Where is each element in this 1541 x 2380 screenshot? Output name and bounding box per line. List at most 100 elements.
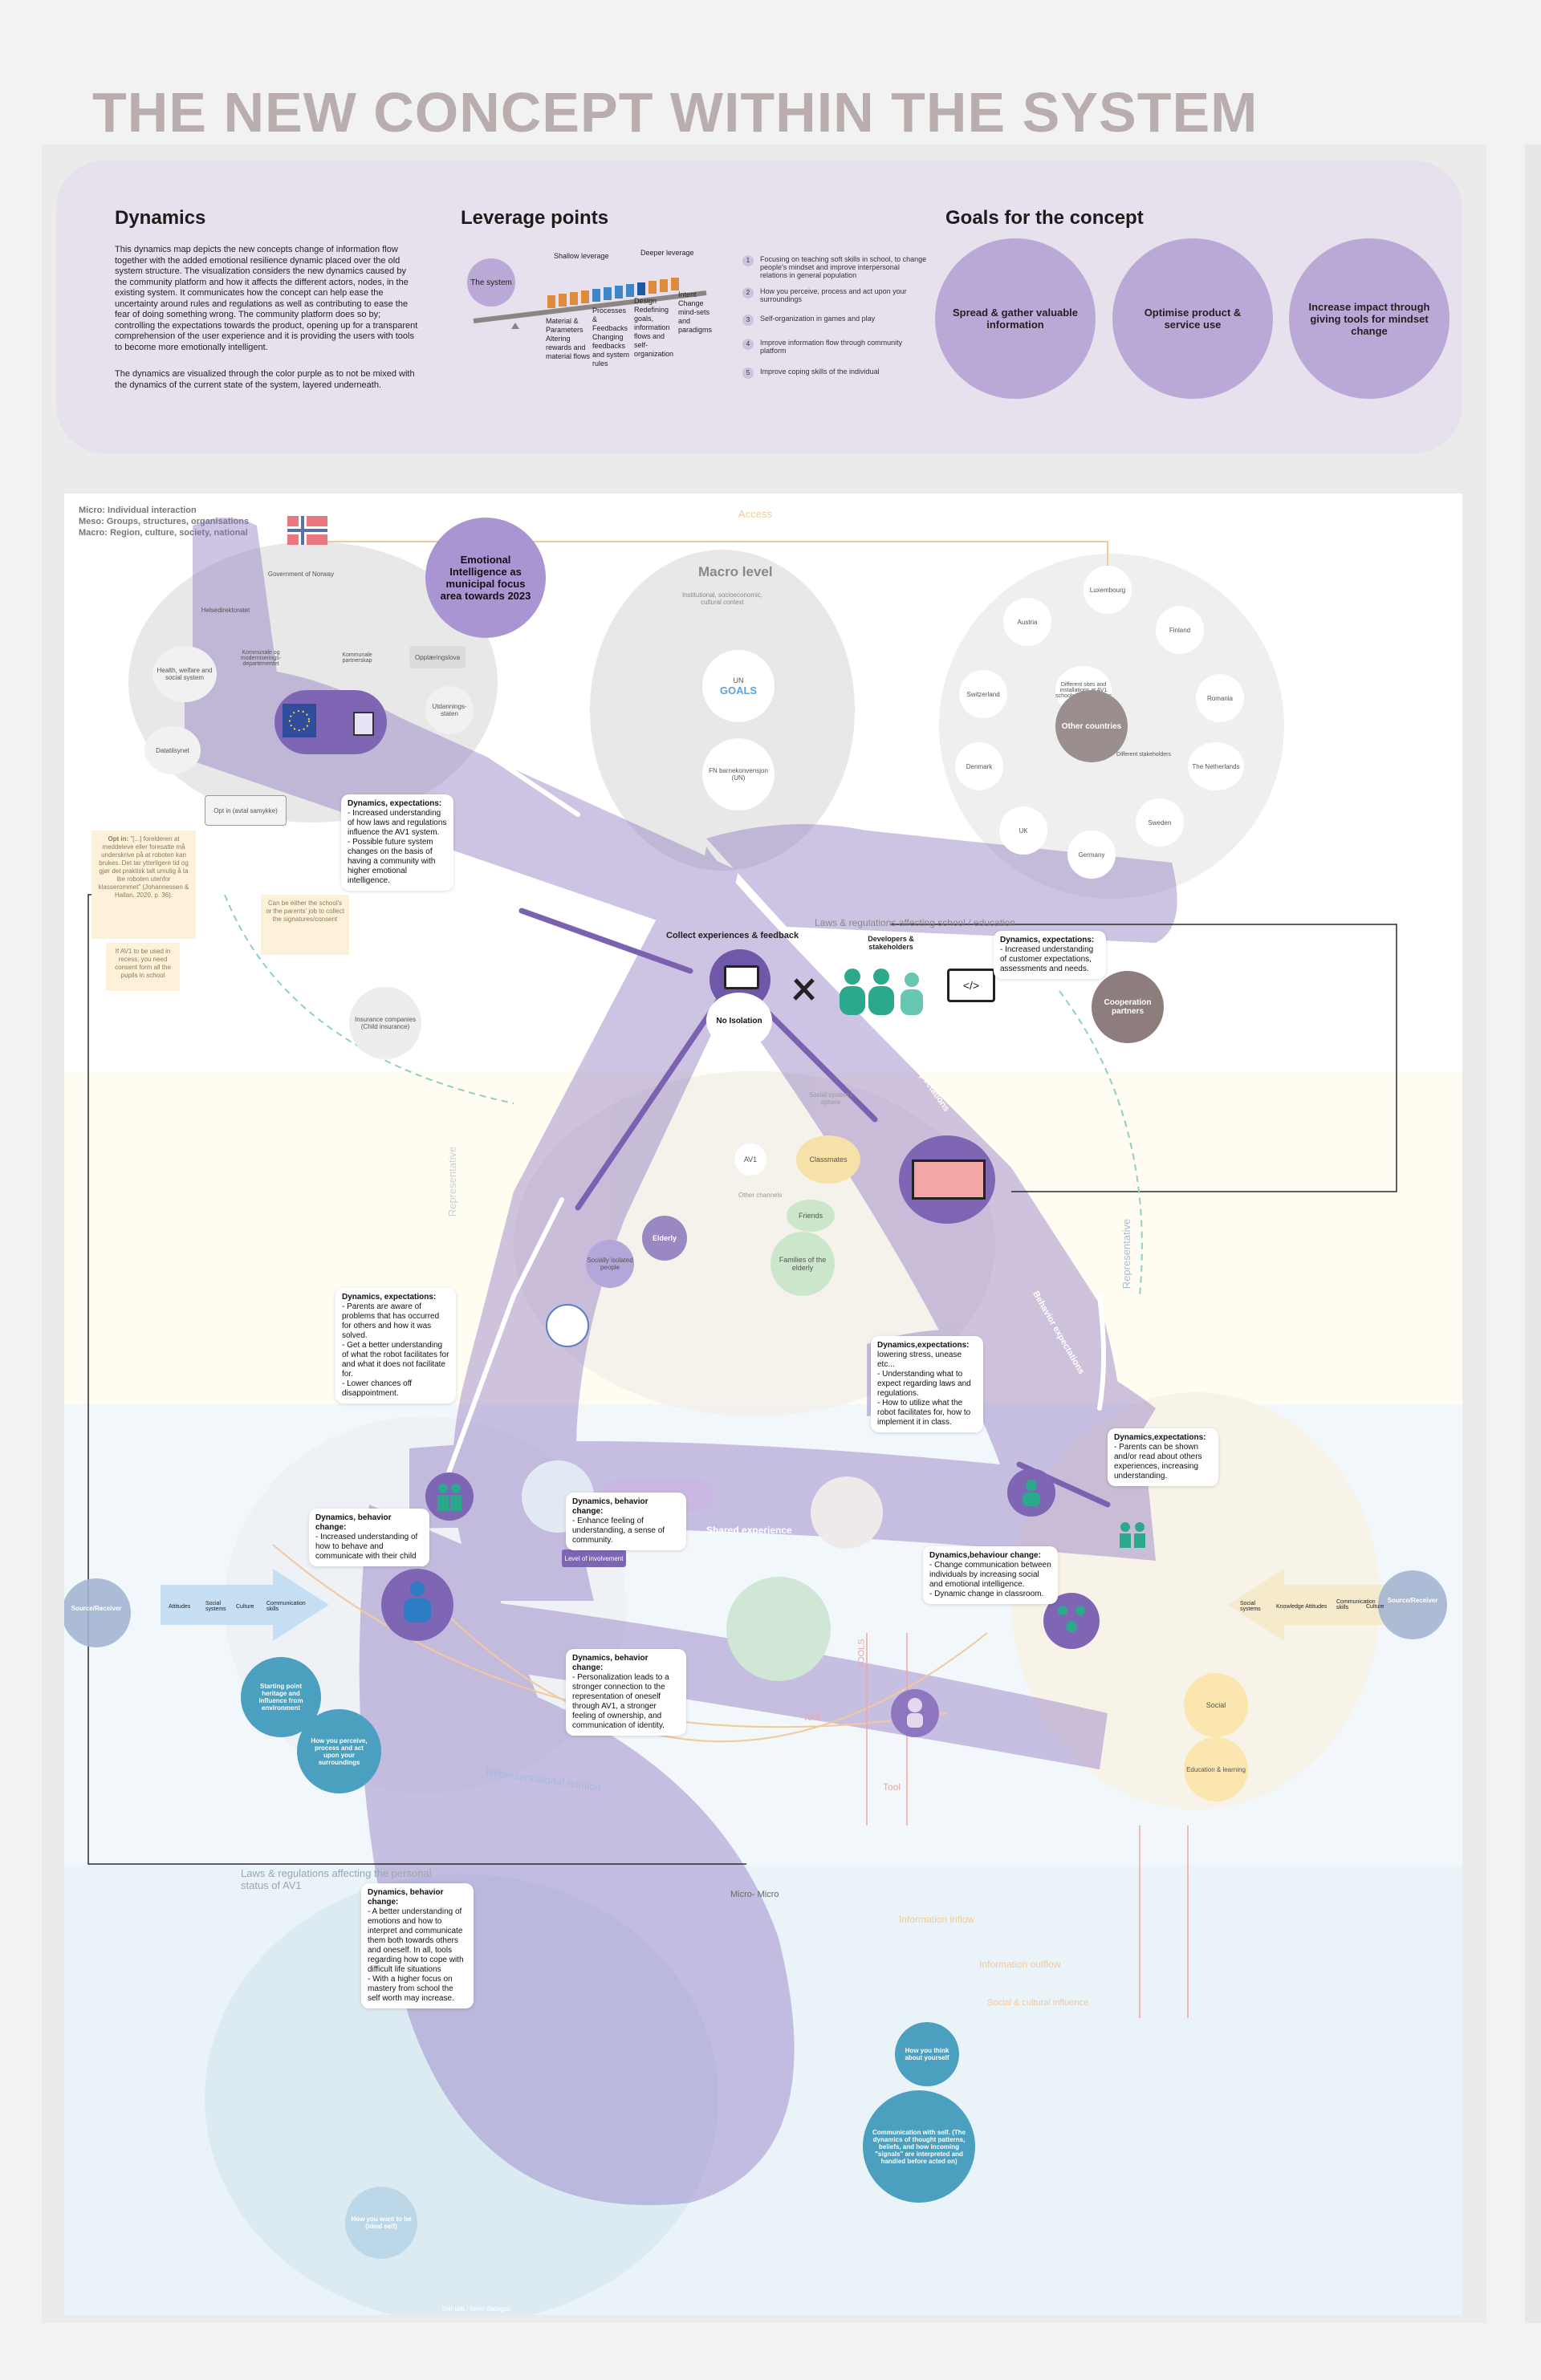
leverage-title: Leverage points — [461, 207, 609, 229]
opplaeringslova-node: Opplæringslova — [409, 646, 466, 668]
friends-node: Friends — [787, 1200, 835, 1232]
no-isolation-label: No Isolation — [706, 993, 772, 1049]
tool-label: Tool — [803, 1712, 821, 1723]
dynamics-map: Micro: Individual interaction Meso: Grou… — [64, 493, 1462, 2315]
robot-icon — [907, 1698, 923, 1728]
macro-level-subtitle: Institutional, socioeconomic, cultural c… — [681, 591, 763, 606]
access-label: Access — [738, 508, 772, 520]
socially-isolated-node: Socially isolated people — [586, 1240, 634, 1288]
school-icon — [912, 1160, 986, 1200]
country-node: Austria — [1003, 598, 1051, 646]
tools-label: TOOLS — [856, 1639, 867, 1669]
kommunale-node: Kommunale og moderniserings-departemente… — [240, 649, 282, 667]
leverage-col-design: Design Redefining goals, information flo… — [634, 297, 674, 358]
country-node: Germany — [1067, 831, 1116, 879]
think-about-yourself-node: How you think about yourself — [895, 2022, 959, 2086]
representative-right-label: Representative — [1120, 1218, 1133, 1290]
starting-point-node: Starting point heritage and influence fr… — [241, 1657, 321, 1737]
collect-label: Collect experiences & feedback — [666, 931, 799, 940]
dynamics-card: Dynamics,expectations:- Parents can be s… — [1108, 1428, 1218, 1486]
different-stakeholders-node: Different stakeholders — [1116, 751, 1171, 757]
page-title: THE NEW CONCEPT WITHIN THE SYSTEM — [92, 81, 1258, 144]
shared-experience-label: Shared experience — [706, 1525, 792, 1536]
tool-label: Tool — [883, 1781, 901, 1793]
helsedirektoratet-node: Helsedirektoratet — [201, 606, 250, 614]
utdanning-node: Utdannings-staten — [425, 686, 474, 734]
un-node: UN GOALS — [702, 650, 775, 722]
goal-circle: Increase impact through giving tools for… — [1289, 238, 1450, 399]
eu-flag-icon — [283, 704, 316, 737]
dynamics-card: Dynamics, behavior change:- Personalizat… — [566, 1649, 686, 1736]
country-node: UK — [999, 806, 1047, 855]
left-arrow-attitudes: Attitudes — [169, 1604, 191, 1610]
emotion-circle — [726, 1577, 831, 1681]
perceive-node: How you perceive, process and act upon y… — [297, 1709, 381, 1793]
shallow-leverage-label: Shallow leverage — [554, 252, 609, 260]
left-arrow-social: Social systems — [205, 1601, 226, 1612]
health-system-node: Health, welfare and social system — [152, 646, 217, 702]
social-node: Social — [1184, 1673, 1248, 1737]
leverage-diagram: The system Shallow leverage Deeper lever… — [466, 249, 730, 369]
un-label: UN — [733, 676, 744, 684]
leverage-seesaw — [473, 278, 707, 329]
dynamics-card: Dynamics, expectations:- Increased under… — [341, 794, 453, 891]
tools-icon — [793, 978, 815, 1001]
right-arrow-culture: Culture — [1366, 1604, 1384, 1610]
dynamics-title: Dynamics — [115, 207, 206, 229]
emotional-intelligence-node: Emotional Intelligence as municipal focu… — [425, 518, 546, 638]
country-node: Switzerland — [959, 670, 1007, 718]
developers-label: Developers & stakeholders — [868, 935, 914, 951]
kommunale-partnere-node: Kommunale partnerskap — [342, 652, 372, 664]
family-node — [425, 1472, 474, 1521]
family-icon — [1120, 1522, 1145, 1548]
right-edge-strip — [1525, 144, 1541, 2323]
classroom-icon — [1058, 1606, 1085, 1632]
code-laptop-icon: </> — [947, 969, 995, 1002]
insurance-node: Insurance companies (Child insurance) — [349, 987, 421, 1059]
source-receiver-right: Source/Receiver — [1387, 1597, 1438, 1604]
elderly-node: Elderly — [642, 1216, 687, 1261]
right-arrow-communication: Communication skills — [1336, 1599, 1376, 1610]
classmates-node: Classmates — [796, 1135, 860, 1184]
leverage-col-processes: Processes & Feedbacks Changing feedbacks… — [592, 307, 630, 368]
av1-robot-node — [811, 1476, 883, 1549]
ideal-self-node: How you want to be (ideal self) — [345, 2187, 417, 2259]
other-channels-label: Other channels — [738, 1192, 783, 1199]
dynamics-card: Dynamics,behaviour change:- Change commu… — [923, 1546, 1058, 1604]
laws-top-label: Laws & regulations affecting school / ed… — [815, 917, 1015, 928]
right-arrow-knowledge: Knowledge Attitudes — [1276, 1604, 1328, 1610]
building-icon — [353, 712, 374, 736]
dynamics-card: Dynamics, expectations:- Increased under… — [994, 931, 1106, 979]
macro-level-title: Macro level — [698, 564, 773, 579]
teacher-icon — [1023, 1480, 1040, 1506]
representative-left-label: Representative — [446, 1146, 459, 1217]
goals-logo: GOALS — [719, 684, 758, 697]
people-group-icon — [840, 969, 923, 1015]
legend-micro: Micro: Individual interaction — [79, 506, 197, 515]
the-system-circle: The system — [467, 258, 515, 307]
education-node: Education & learning — [1184, 1737, 1248, 1801]
legend-meso: Meso: Groups, structures, organisations — [79, 517, 250, 526]
country-node: Romania — [1196, 674, 1244, 722]
leverage-col-material: Material & Parameters Altering rewards a… — [546, 317, 591, 360]
dynamics-card: Dynamics, behavior change:- A better und… — [361, 1883, 474, 2008]
dynamics-paragraph-2: The dynamics are visualized through the … — [115, 369, 415, 390]
source-receiver-left: Source/Receiver — [71, 1605, 122, 1612]
child-icon — [404, 1582, 431, 1623]
cooperation-partners-node: Cooperation partners — [1092, 971, 1164, 1043]
datatilsynet-node: Datatilsynet — [144, 726, 201, 774]
signature-note: Can be either the school's or the parent… — [261, 895, 349, 955]
purple-dynamics-layer — [64, 518, 1447, 2206]
social-sphere-label: Social system / sphere — [809, 1091, 852, 1106]
country-node: Sweden — [1136, 798, 1184, 847]
opt-in-quote-text: "[...] forelderen at meddeleve eller for… — [98, 835, 189, 899]
country-node: Denmark — [955, 742, 1003, 790]
other-countries-node: Other countries — [1055, 690, 1128, 762]
communication-with-self-node: Communication with self. (The dynamics o… — [863, 2090, 975, 2203]
dynamics-card: Dynamics, behavior change:- Increased un… — [309, 1509, 429, 1566]
